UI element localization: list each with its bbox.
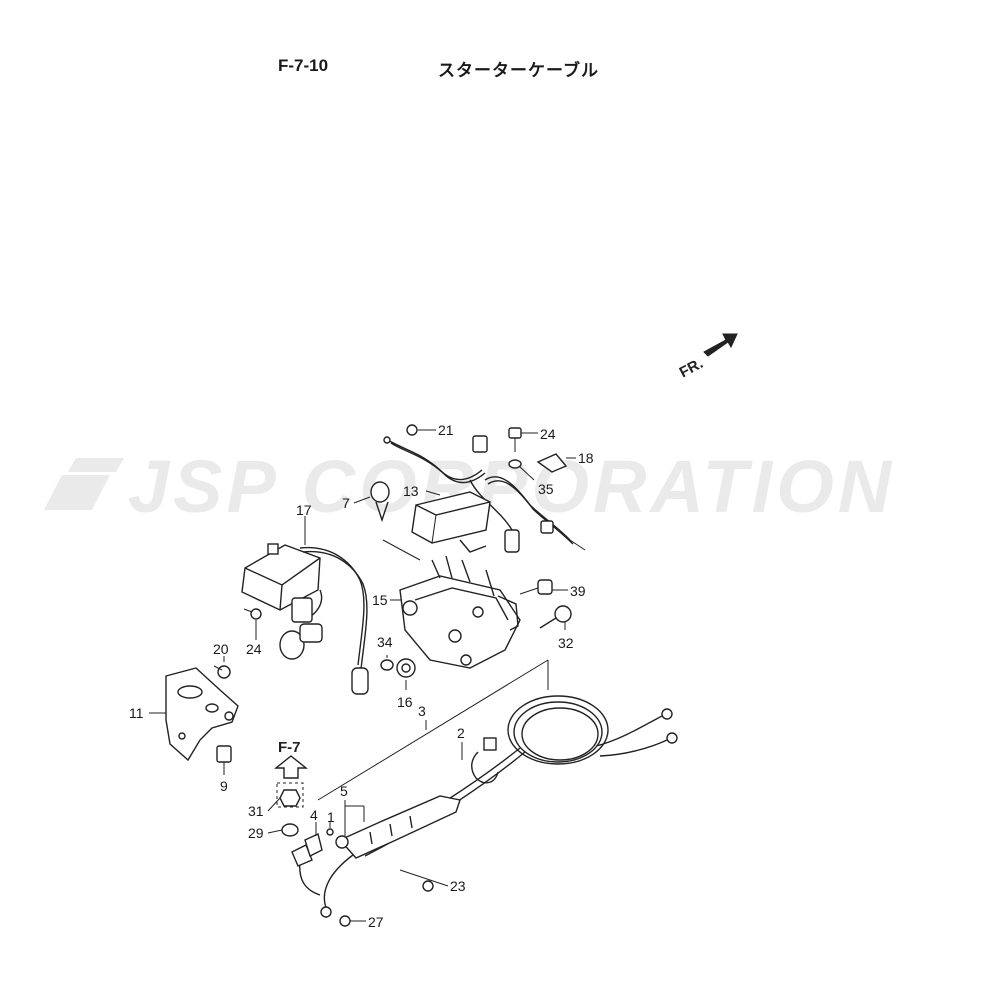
part-5-plate	[335, 795, 461, 859]
part-20-bolt	[213, 665, 231, 679]
figure-title: スターターケーブル	[438, 61, 599, 80]
harness-upper	[383, 435, 586, 553]
callout-29: 29	[248, 825, 264, 841]
callout-20: 20	[213, 641, 229, 657]
part-32-clamp	[539, 605, 572, 629]
part-16-grommet	[396, 658, 416, 678]
callout-32: 32	[558, 635, 574, 651]
callout-31: 31	[248, 803, 264, 819]
fasteners	[213, 424, 572, 927]
part-35-washer	[508, 459, 522, 469]
callout-17: 17	[296, 502, 312, 518]
part-4-cap	[304, 828, 334, 857]
part-39-bolt	[519, 579, 553, 595]
up-arrow-icon	[274, 755, 308, 779]
callout-24-upper: 24	[540, 426, 556, 442]
callout-1: 1	[327, 809, 335, 825]
callout-9: 9	[220, 778, 228, 794]
callout-24-lower: 24	[246, 641, 262, 657]
part-13-relay	[411, 491, 491, 553]
callout-34: 34	[377, 634, 393, 650]
figure-code: F-7-10	[278, 56, 329, 75]
callout-4: 4	[310, 807, 318, 823]
part-7-grommet	[370, 481, 390, 523]
callout-11: 11	[129, 705, 144, 721]
part-24-bolt-lower	[243, 608, 262, 620]
callout-39: 39	[570, 583, 586, 599]
callout-16: 16	[397, 694, 413, 710]
part-29-washer	[281, 823, 299, 837]
callout-23: 23	[450, 878, 466, 894]
part-34-washer	[380, 659, 394, 671]
callout-27: 27	[368, 914, 384, 930]
part-11-bracket	[165, 667, 239, 762]
part-15-starter-motor-bracket	[399, 555, 521, 669]
leader-lines	[149, 429, 576, 922]
part-21-screw	[406, 424, 418, 436]
part-27-bolt	[339, 915, 351, 927]
front-arrow-icon	[703, 333, 738, 357]
callout-18: 18	[578, 450, 594, 466]
watermark-text: JSP CORPORATION	[128, 445, 895, 528]
callout-15: 15	[372, 592, 388, 608]
callout-numbers: 21 24 18 35 13 7 17 15 39 32 24 20 34 16…	[129, 422, 594, 930]
part-18-clamp	[536, 453, 568, 473]
part-9-clip	[216, 745, 232, 763]
callout-13: 13	[403, 483, 419, 499]
part-23-bolt	[422, 880, 434, 892]
callout-2: 2	[457, 725, 465, 741]
front-label: FR.	[677, 355, 706, 381]
reference-arrow: F-7	[274, 739, 308, 808]
callout-7: 7	[342, 495, 350, 511]
front-direction-indicator: FR.	[677, 333, 738, 381]
part-17-ignition-coil	[241, 543, 369, 695]
reference-label: F-7	[278, 739, 301, 756]
callout-3: 3	[418, 703, 426, 719]
part-2-clamp	[471, 737, 499, 784]
watermark: JSP CORPORATION	[44, 445, 895, 528]
callout-35: 35	[538, 481, 554, 497]
callout-5: 5	[340, 783, 348, 799]
callout-21: 21	[438, 422, 454, 438]
part-31-nut	[279, 789, 301, 807]
